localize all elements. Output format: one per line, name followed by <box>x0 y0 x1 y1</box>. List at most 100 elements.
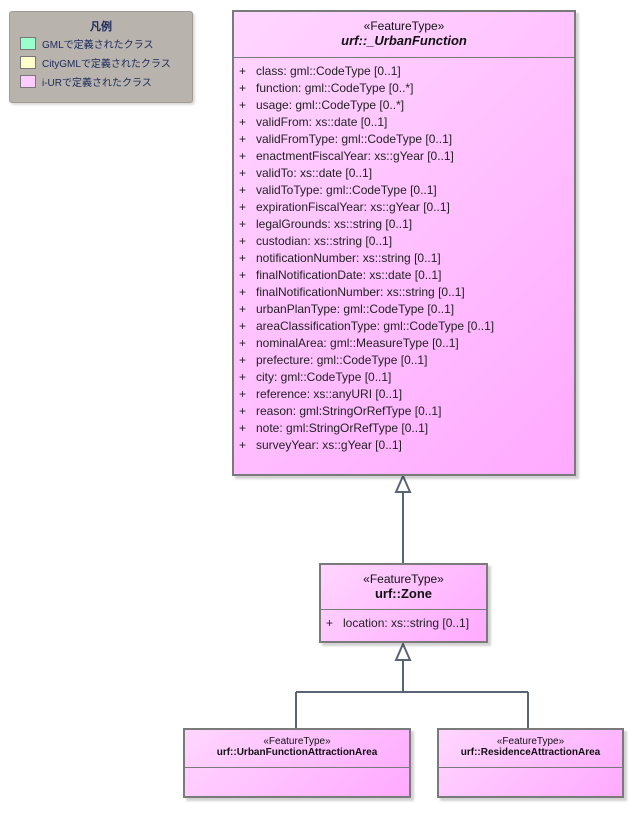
legend: 凡例 GMLで定義されたクラス CityGMLで定義されたクラス i-URで定義… <box>9 11 193 103</box>
class-stereotype: «FeatureType» <box>363 19 445 33</box>
class-name: urf::Zone <box>374 586 433 601</box>
attribute-visibility: + <box>239 132 247 146</box>
class-stereotype: «FeatureType» <box>263 736 331 747</box>
class-name: urf::UrbanFunctionAttractionArea <box>216 747 378 758</box>
attribute-row: + validTo: xs::date [0..1] <box>234 165 574 182</box>
attribute-visibility: + <box>239 200 247 214</box>
attribute-row: + urbanPlanType: gml::CodeType [0..1] <box>234 301 574 318</box>
attribute-row: + function: gml::CodeType [0..*] <box>234 80 574 97</box>
attribute-text: usage: gml::CodeType [0..*] <box>256 98 405 112</box>
legend-swatch-gml <box>20 37 36 50</box>
attribute-row: + reason: gml:StringOrRefType [0..1] <box>234 403 574 420</box>
legend-label-gml: GMLで定義されたクラス <box>42 40 154 51</box>
attribute-row: +validFromType: gml::CodeType [0..1] <box>234 131 574 148</box>
generalization-arrowhead-zone <box>394 641 412 661</box>
attribute-visibility: + <box>239 81 247 95</box>
class-name: urf::ResidenceAttractionArea <box>460 747 601 758</box>
attribute-row: + enactmentFiscalYear: xs::gYear [0..1] <box>234 148 574 165</box>
attribute-visibility: + <box>239 98 247 112</box>
attribute-row: + legalGrounds: xs::string [0..1] <box>234 216 574 233</box>
attribute-text: areaClassificationType: gml::CodeType [0… <box>256 319 495 333</box>
class-stereotype: «FeatureType» <box>496 736 565 747</box>
generalization-arrowhead-urban-function <box>394 473 412 493</box>
attribute-row: + surveyYear: xs::gYear [0..1] <box>234 437 574 454</box>
legend-label-citygml: CityGMLで定義されたクラス <box>42 59 171 70</box>
attribute-text: location: xs::string [0..1] <box>343 616 470 630</box>
attribute-text: notificationNumber: xs::string [0..1] <box>256 251 441 265</box>
class-header: «FeatureType» urf::Zone <box>321 565 486 610</box>
class-residence-attraction-area[interactable]: «FeatureType» urf::ResidenceAttractionAr… <box>437 728 624 798</box>
attribute-text: reason: gml:StringOrRefType [0..1] <box>256 404 442 418</box>
attribute-visibility: + <box>239 251 247 265</box>
attribute-row: + reference: xs::anyURI [0..1] <box>234 386 574 403</box>
attribute-text: class: gml::CodeType [0..1] <box>256 64 401 78</box>
attribute-text: validFrom: xs::date [0..1] <box>256 115 388 129</box>
attribute-text: validTo: xs::date [0..1] <box>256 166 373 180</box>
attribute-visibility: + <box>239 149 247 163</box>
class-stereotype: «FeatureType» <box>363 572 444 586</box>
attribute-visibility: + <box>239 285 247 299</box>
attribute-visibility: + <box>239 115 247 129</box>
attribute-visibility: + <box>239 166 247 180</box>
attribute-text: prefecture: gml::CodeType [0..1] <box>256 353 428 367</box>
attribute-row: +note: gml:StringOrRefType [0..1] <box>234 420 574 437</box>
attribute-row: + city: gml::CodeType [0..1] <box>234 369 574 386</box>
attribute-visibility: + <box>239 336 247 350</box>
attribute-visibility: + <box>239 234 247 248</box>
attribute-visibility: + <box>239 438 247 452</box>
attribute-visibility: + <box>239 387 247 401</box>
attribute-visibility: + <box>326 616 334 630</box>
attribute-visibility: + <box>239 421 247 435</box>
attribute-row: + expirationFiscalYear: xs::gYear [0..1] <box>234 199 574 216</box>
attribute-text: nominalArea: gml::MeasureType [0..1] <box>256 336 459 350</box>
attribute-text: function: gml::CodeType [0..*] <box>256 81 414 95</box>
attribute-text: surveyYear: xs::gYear [0..1] <box>256 438 402 452</box>
attribute-text: enactmentFiscalYear: xs::gYear [0..1] <box>256 149 454 163</box>
legend-swatch-citygml <box>20 56 36 69</box>
attribute-text: urbanPlanType: gml::CodeType [0..1] <box>256 302 455 316</box>
attribute-list: +class: gml::CodeType [0..1]+function: g… <box>234 58 574 454</box>
attribute-visibility: + <box>239 302 247 316</box>
attribute-text: custodian: xs::string [0..1] <box>256 234 393 248</box>
attribute-row: + custodian: xs::string [0..1] <box>234 233 574 250</box>
attribute-visibility: + <box>239 404 247 418</box>
legend-swatch-iur <box>20 75 36 88</box>
attribute-row: +finalNotificationNumber: xs::string [0.… <box>234 284 574 301</box>
attribute-row: + finalNotificationDate: xs::date [0..1] <box>234 267 574 284</box>
attribute-text: finalNotificationDate: xs::date [0..1] <box>256 268 442 282</box>
class-header: «FeatureType» urf::UrbanFunctionAttracti… <box>185 730 409 768</box>
attribute-row: + notificationNumber: xs::string [0..1] <box>234 250 574 267</box>
attribute-row: + validFrom: xs::date [0..1] <box>234 114 574 131</box>
attribute-row: + validToType: gml::CodeType [0..1] <box>234 182 574 199</box>
attribute-row: + location: xs::string [0..1] <box>321 615 486 632</box>
attribute-visibility: + <box>239 64 247 78</box>
attribute-list: + location: xs::string [0..1] <box>321 610 486 632</box>
legend-title: 凡例 <box>90 21 112 33</box>
attribute-row: + areaClassificationType: gml::CodeType [… <box>234 318 574 335</box>
class-urban-function[interactable]: «FeatureType» urf::_UrbanFunction + class… <box>232 10 576 476</box>
attribute-visibility: + <box>239 319 247 333</box>
attribute-row: + prefecture: gml::CodeType [0..1] <box>234 352 574 369</box>
legend-item-iur: i-URで定義されたクラス <box>20 72 192 91</box>
attribute-text: reference: xs::anyURI [0..1] <box>256 387 403 401</box>
class-header: «FeatureType» urf::ResidenceAttractionAr… <box>439 730 622 768</box>
legend-label-iur: i-URで定義されたクラス <box>42 78 152 89</box>
attribute-visibility: + <box>239 268 247 282</box>
attribute-row: + usage: gml::CodeType [0..*] <box>234 97 574 114</box>
attribute-row: + nominalArea: gml::MeasureType [0..1] <box>234 335 574 352</box>
attribute-row: + class: gml::CodeType [0..1] <box>234 63 574 80</box>
class-zone[interactable]: «FeatureType» urf::Zone + location: xs::… <box>319 563 488 643</box>
attribute-visibility: + <box>239 183 247 197</box>
attribute-text: expirationFiscalYear: xs::gYear [0..1] <box>256 200 450 214</box>
legend-item-gml: GMLで定義されたクラス <box>20 34 192 53</box>
attribute-text: legalGrounds: xs::string [0..1] <box>256 217 413 231</box>
attribute-visibility: + <box>239 353 247 367</box>
attribute-text: validToType: gml::CodeType [0..1] <box>256 183 437 197</box>
class-name: urf::_UrbanFunction <box>341 33 467 48</box>
class-urban-function-attraction-area[interactable]: «FeatureType» urf::UrbanFunctionAttracti… <box>183 728 411 798</box>
attribute-visibility: + <box>239 370 247 384</box>
class-header: «FeatureType» urf::_UrbanFunction <box>234 12 574 58</box>
attribute-visibility: + <box>239 217 247 231</box>
attribute-text: city: gml::CodeType [0..1] <box>256 370 392 384</box>
